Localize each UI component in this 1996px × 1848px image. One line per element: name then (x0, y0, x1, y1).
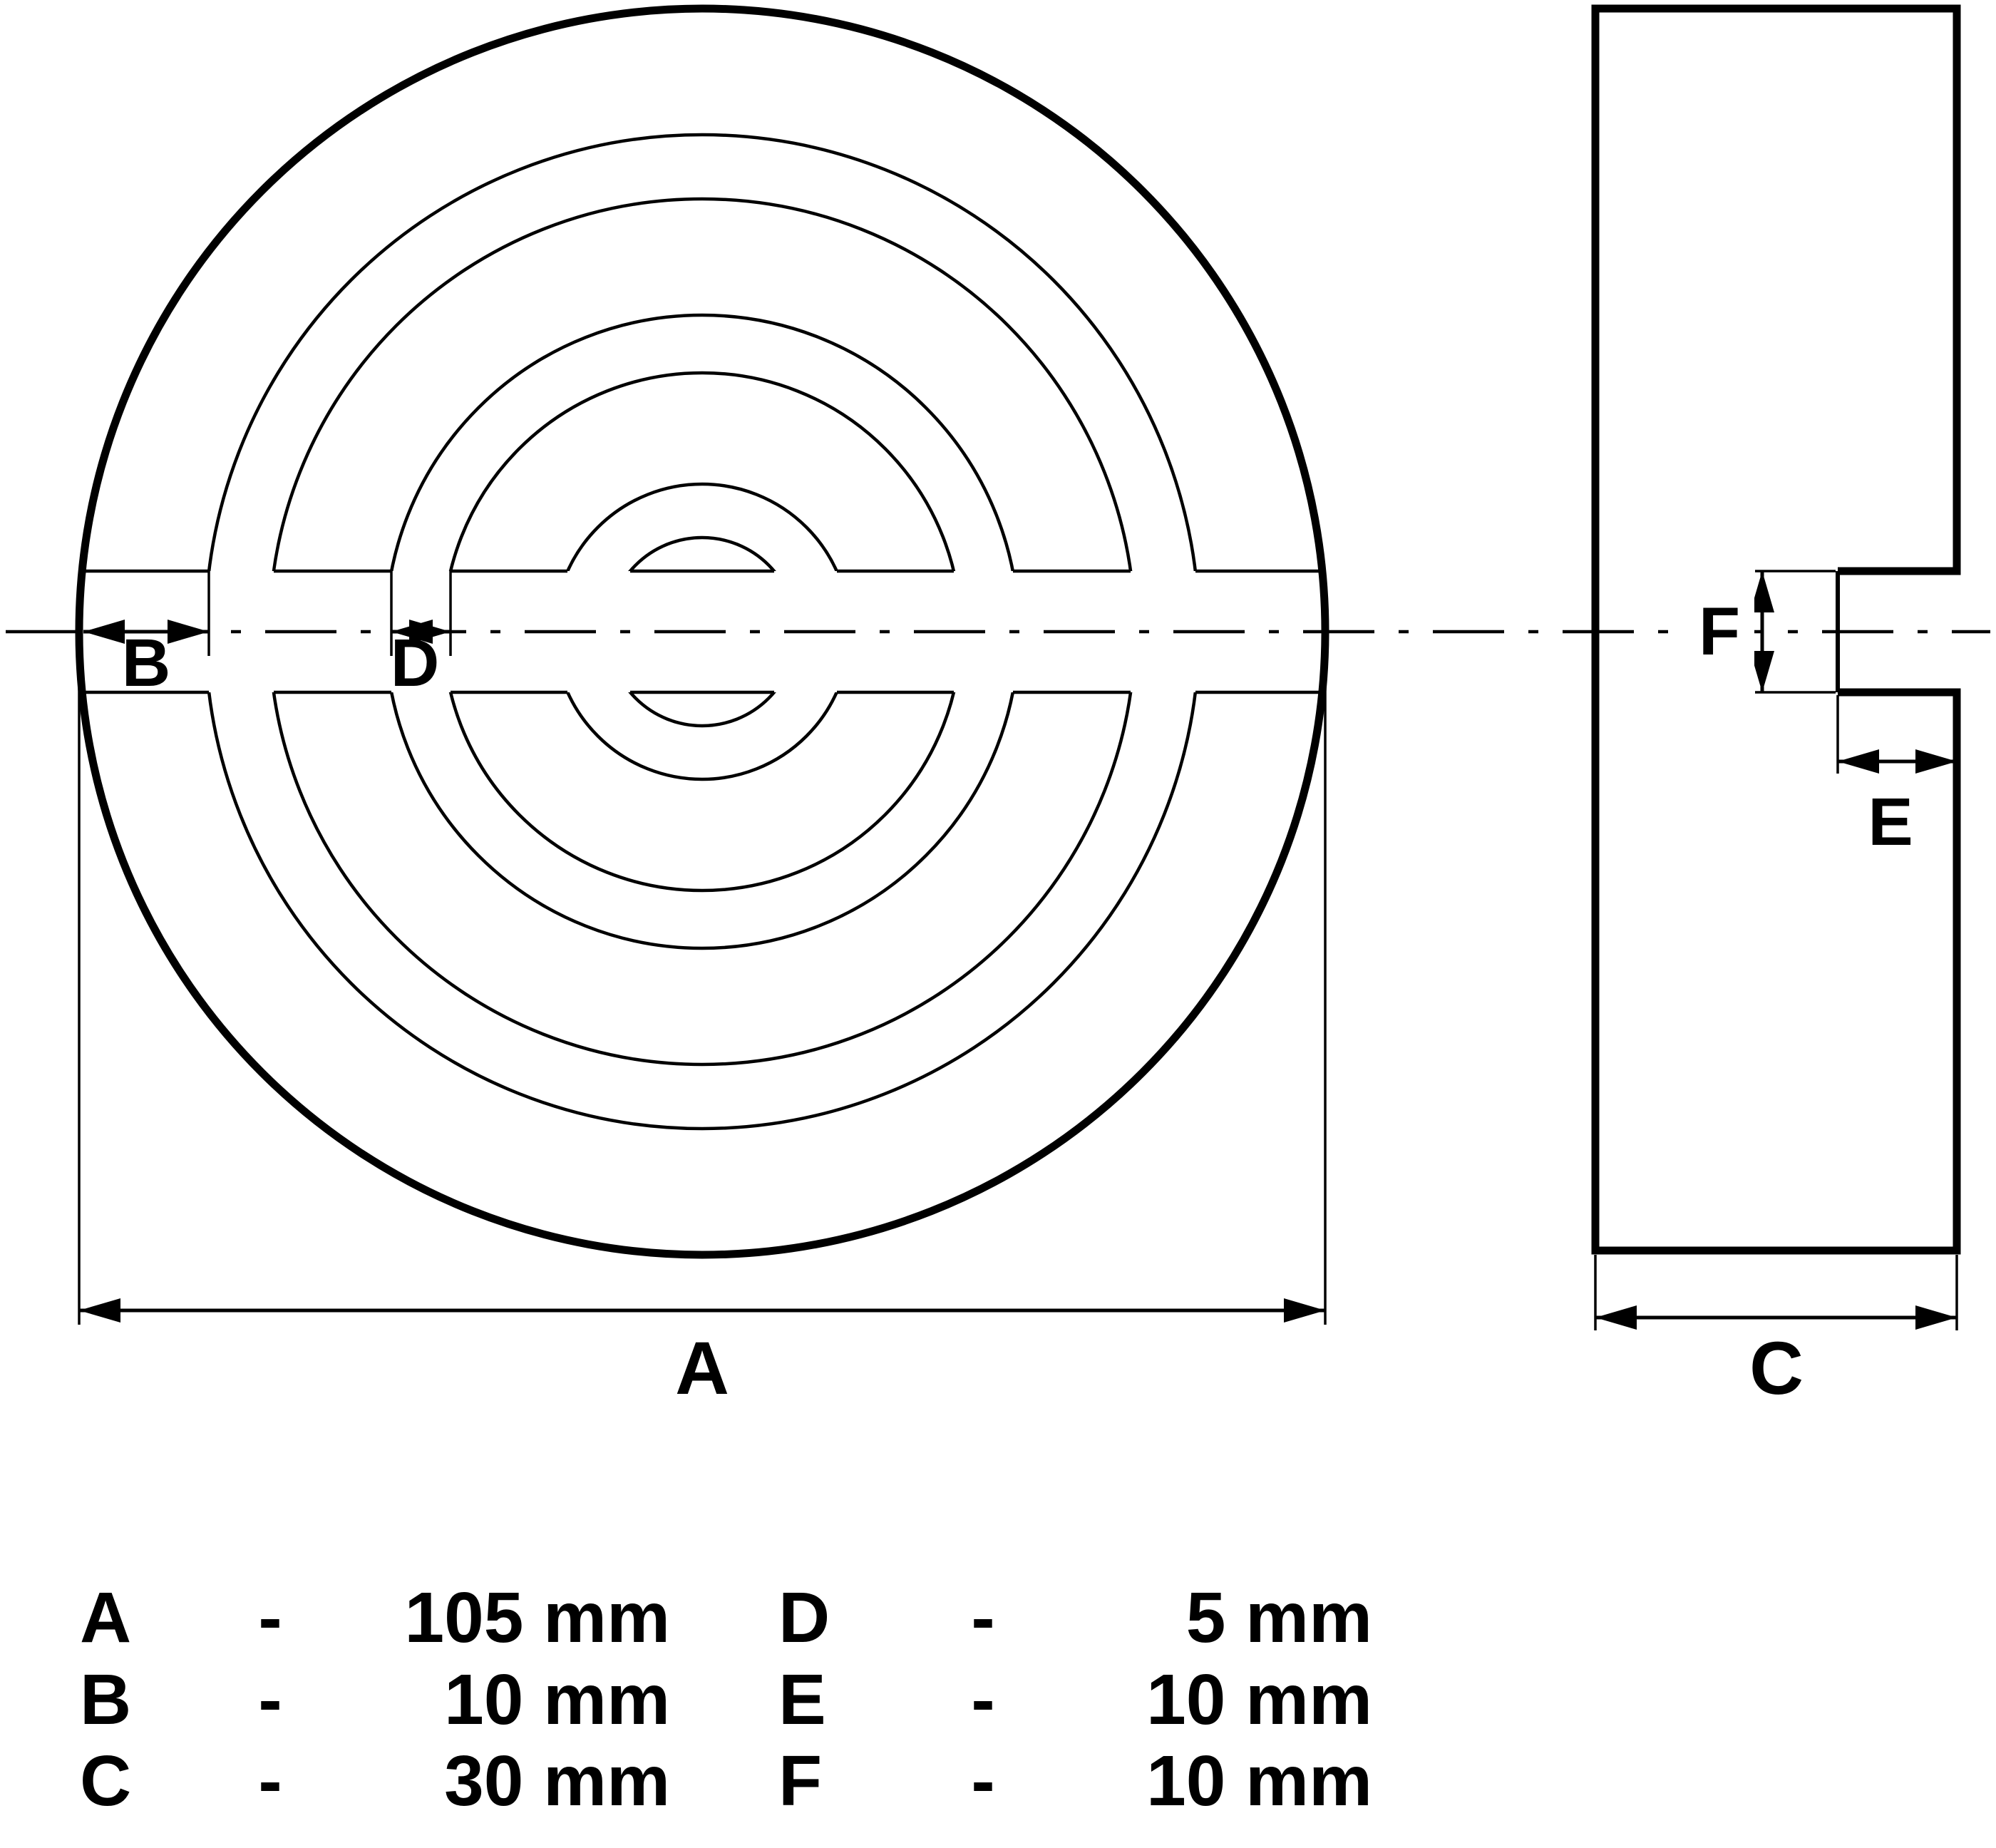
dim-d-label: D (391, 625, 440, 701)
table-separator: - (971, 1660, 994, 1740)
dimension-B: B (83, 571, 210, 701)
dimension-table: A - 105 mm B - 10 mm C - 30 mm D - 5 mm … (80, 1578, 1372, 1821)
table-key: F (778, 1741, 822, 1821)
table-value: 10 mm (444, 1660, 670, 1740)
table-key: B (80, 1660, 131, 1740)
dimension-F: F (1684, 570, 1836, 694)
table-value: 10 mm (1146, 1741, 1372, 1821)
dimension-C: C (1594, 1255, 1958, 1410)
dim-c-label: C (1749, 1327, 1804, 1410)
dimension-E: E (1836, 695, 1957, 860)
table-key: A (80, 1578, 131, 1658)
table-separator: - (258, 1578, 282, 1658)
table-key: D (778, 1578, 830, 1658)
table-value: 5 mm (1186, 1578, 1372, 1658)
dim-a-label: A (675, 1327, 729, 1410)
table-value: 30 mm (444, 1741, 670, 1821)
side-view (1591, 4, 1961, 1255)
front-view (75, 4, 1329, 1259)
side-view-outline (1591, 4, 1961, 1255)
dimension-D: D (390, 571, 452, 701)
table-separator: - (258, 1741, 282, 1821)
dim-b-label: B (122, 625, 171, 701)
table-key: C (80, 1741, 131, 1821)
dim-e-label: E (1868, 784, 1913, 860)
dim-f-label-backing (1684, 594, 1754, 671)
table-separator: - (971, 1741, 994, 1821)
table-key: E (778, 1660, 826, 1740)
dim-f-label: F (1699, 594, 1740, 669)
table-separator: - (971, 1578, 994, 1658)
table-value: 10 mm (1146, 1660, 1372, 1740)
dimension-A: A (78, 642, 1327, 1410)
table-value: 105 mm (405, 1578, 670, 1658)
table-separator: - (258, 1660, 282, 1740)
